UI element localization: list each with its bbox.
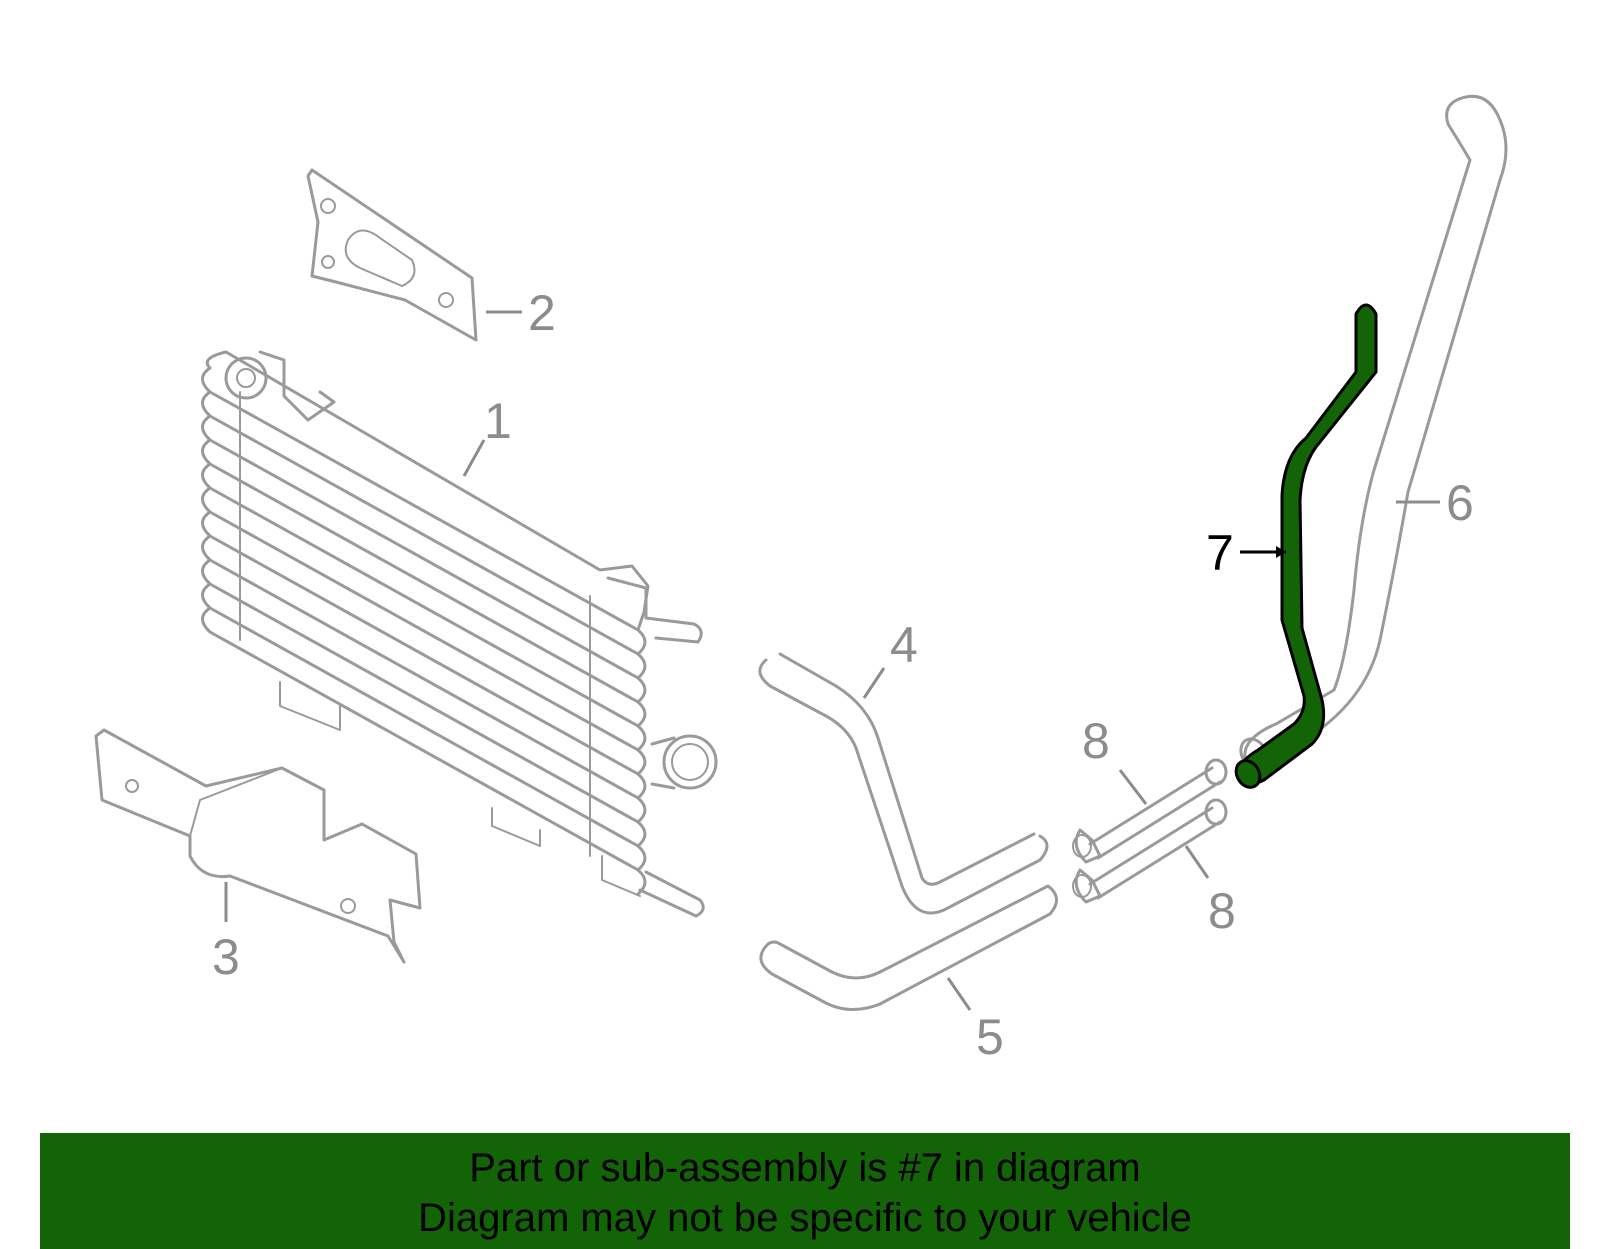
part-5-hose (759, 884, 1058, 1011)
part-3-bracket (94, 728, 422, 964)
part-8-bolts (1072, 758, 1228, 904)
callout-2: 2 (486, 285, 556, 341)
bolt-lower (1072, 798, 1228, 904)
callout-1-label: 1 (484, 393, 512, 449)
callout-6-label: 6 (1446, 475, 1474, 531)
callout-4: 4 (862, 617, 918, 699)
callout-5: 5 (946, 977, 1004, 1065)
banner-line-1: Part or sub-assembly is #7 in diagram (469, 1146, 1141, 1190)
callout-1: 1 (462, 393, 512, 477)
bolt-upper (1072, 758, 1228, 864)
part-2-bracket (306, 168, 478, 342)
callout-7: 7 (1206, 525, 1286, 581)
part-1-oil-cooler (201, 350, 718, 918)
info-banner: Part or sub-assembly is #7 in diagram Di… (40, 1133, 1570, 1249)
parts-diagram: 1 2 3 4 5 6 7 8 8 (94, 94, 1508, 1065)
callout-8-lower-label: 8 (1208, 883, 1236, 939)
callout-4-label: 4 (890, 617, 918, 673)
callout-6: 6 (1396, 475, 1474, 531)
banner-line-2: Diagram may not be specific to your vehi… (418, 1196, 1192, 1240)
callout-5-label: 5 (976, 1009, 1004, 1065)
part-6-tube (1239, 94, 1508, 771)
part-7-hose-highlighted[interactable] (1231, 303, 1378, 792)
cooler-fins (201, 366, 647, 896)
callout-8-upper-label: 8 (1082, 713, 1110, 769)
callout-7-label: 7 (1206, 525, 1234, 581)
callout-3: 3 (212, 882, 240, 985)
callout-8-upper: 8 (1082, 713, 1148, 805)
callout-3-label: 3 (212, 929, 240, 985)
callout-8-lower: 8 (1184, 845, 1236, 939)
part-4-hose (758, 652, 1049, 915)
callout-2-label: 2 (528, 285, 556, 341)
